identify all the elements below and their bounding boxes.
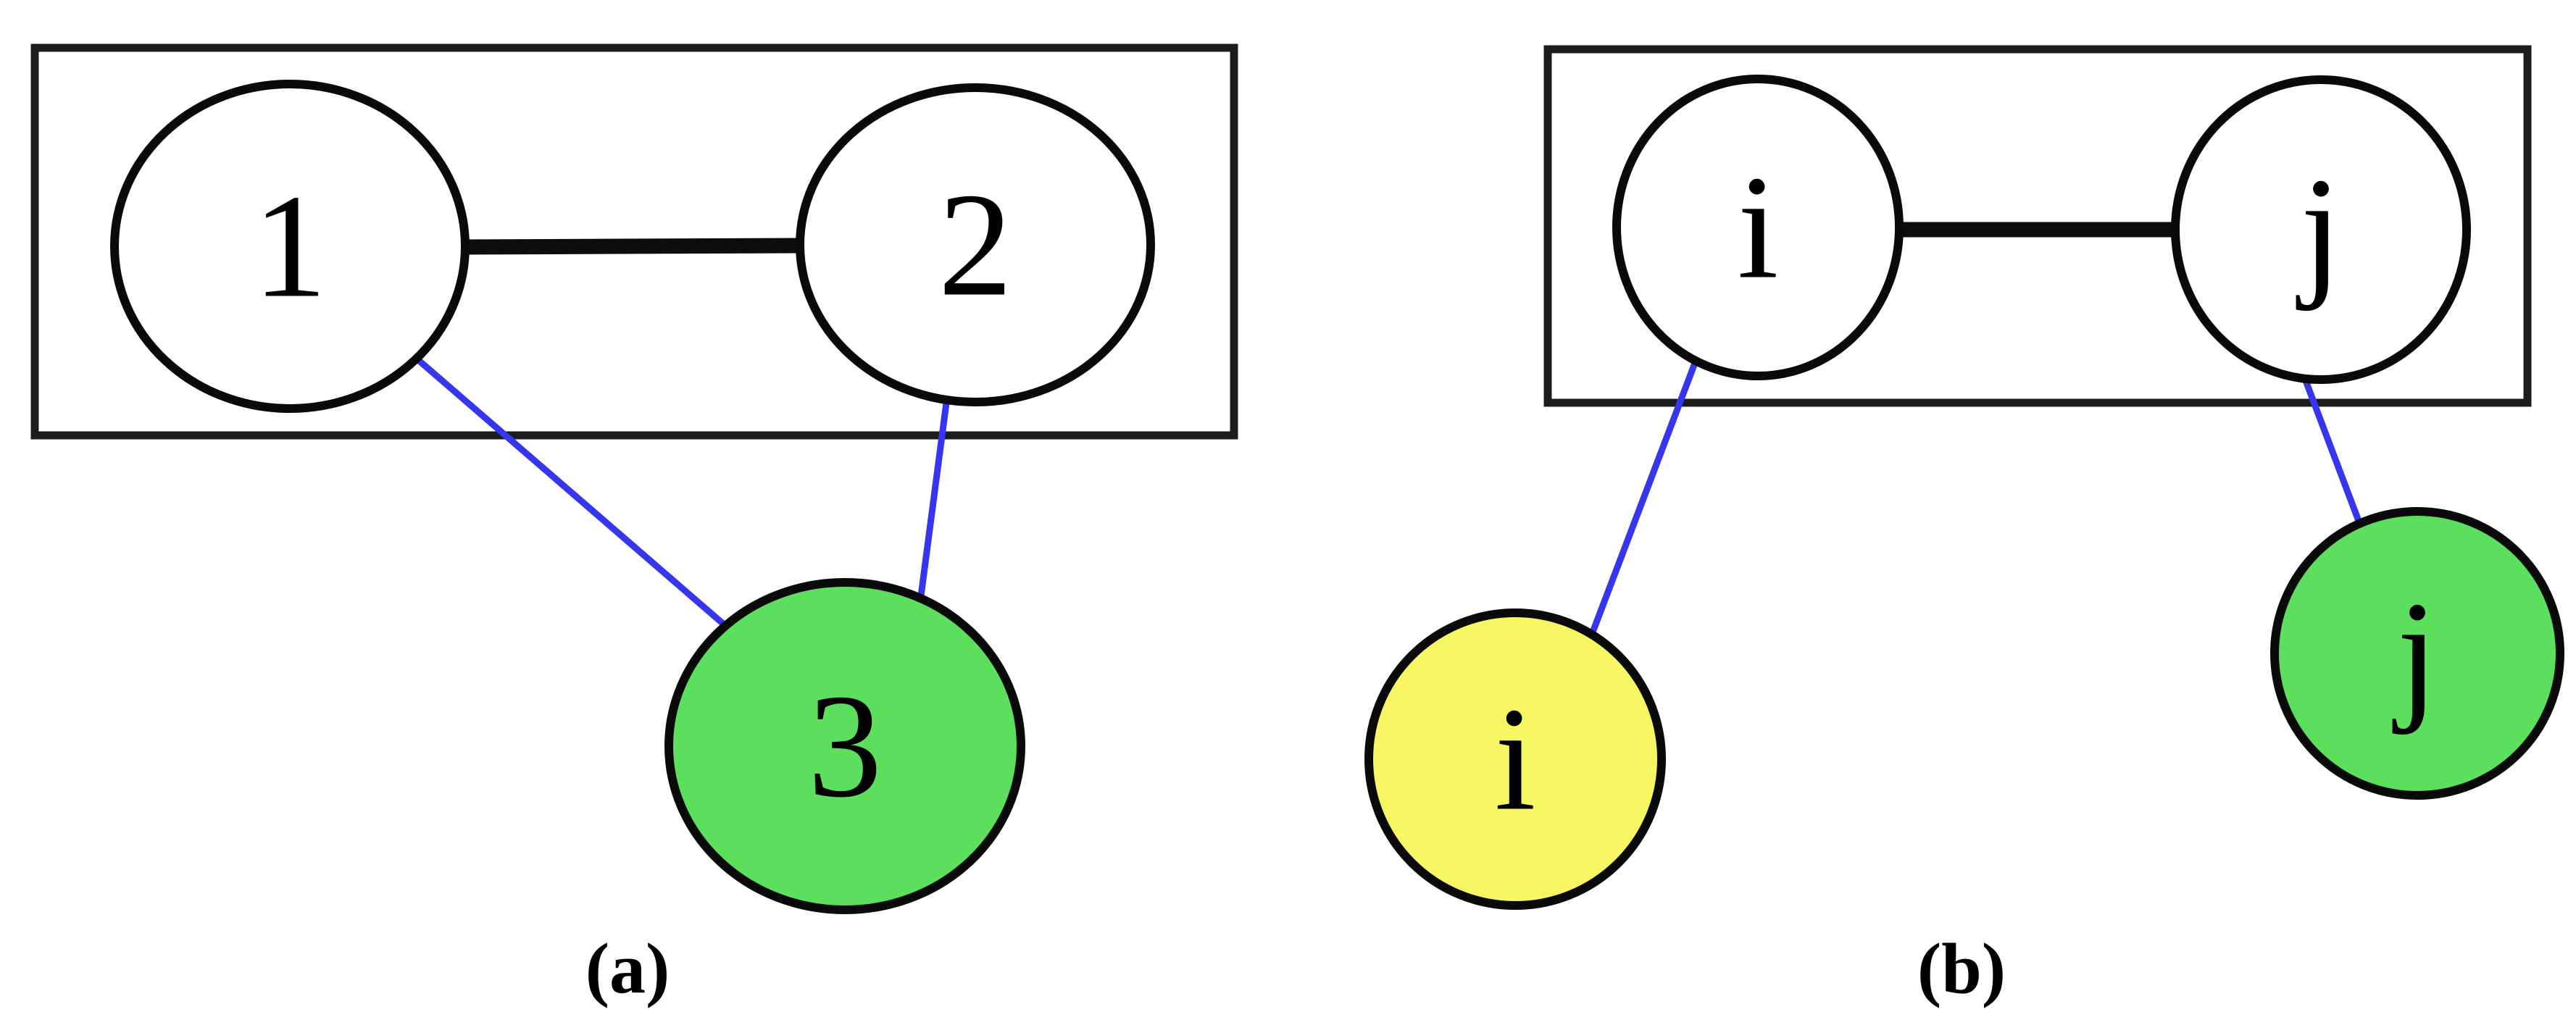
panel-b: i j i j (b)	[1364, 45, 2564, 1009]
node-1-label: 1	[253, 164, 328, 329]
node-i-in-label: i	[1738, 146, 1779, 310]
node-i-out-label: i	[1495, 677, 1536, 842]
node-3	[664, 578, 1025, 914]
node-2	[796, 83, 1155, 406]
panel-a: 1 2 3 (a)	[30, 43, 1238, 1009]
edge-i-iout	[1588, 356, 1700, 640]
node-j-in-label: j	[2296, 148, 2342, 312]
panel-b-caption: (b)	[1917, 929, 2006, 1009]
node-i-in	[1612, 75, 1904, 380]
node-3-label: 3	[808, 664, 883, 829]
node-i-out	[1364, 608, 1666, 910]
panel-a-box	[30, 43, 1238, 440]
node-1	[110, 80, 470, 413]
edge-1-2	[464, 238, 801, 255]
edge-j-jout	[2301, 375, 2364, 530]
edge-1-3	[408, 351, 733, 632]
node-j-in	[2171, 75, 2471, 384]
panel-a-caption: (a)	[585, 929, 670, 1009]
node-j-out	[2270, 507, 2564, 800]
node-2-label: 2	[938, 163, 1013, 327]
node-j-out-label: j	[2393, 572, 2438, 736]
panel-b-box	[1543, 45, 2532, 407]
edge-2-3	[917, 399, 950, 605]
